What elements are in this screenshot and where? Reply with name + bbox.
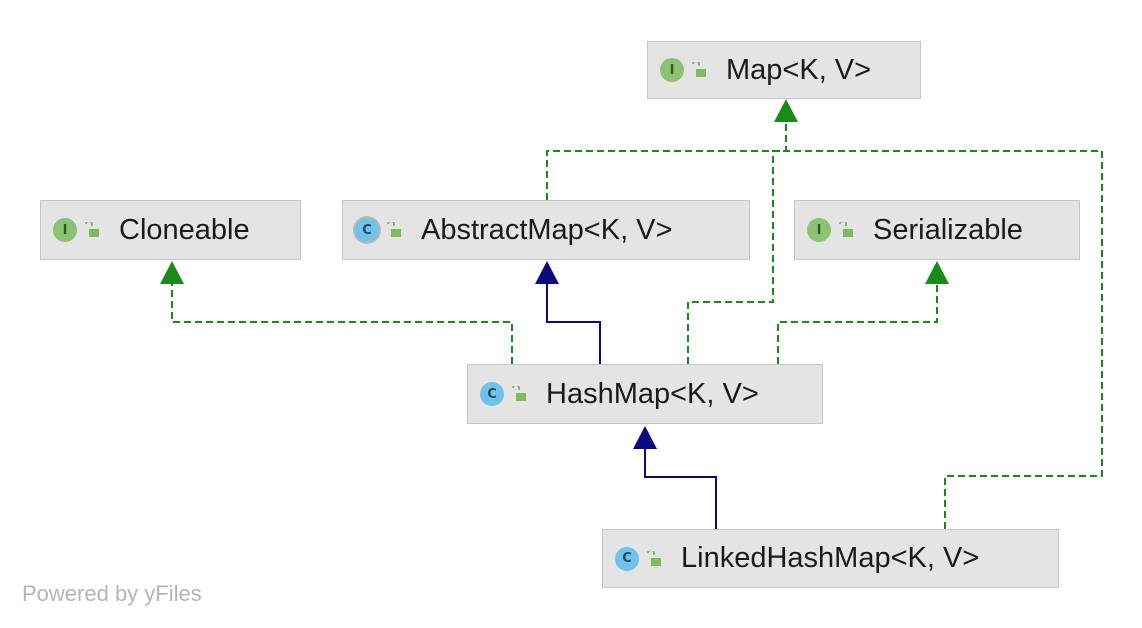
node-label: Map<K, V> [726, 53, 872, 86]
unlocked-public-icon [387, 222, 401, 237]
arrowhead-serializable [925, 261, 949, 284]
node-label: LinkedHashMap<K, V> [681, 542, 980, 574]
node-hashmap[interactable]: C HashMap<K, V> [467, 364, 823, 424]
interface-icon: I [53, 218, 77, 242]
unlocked-public-icon [692, 62, 706, 77]
edge-hashmap-implements-cloneable [171, 282, 513, 364]
edge-abstractmap-implements-map [546, 120, 787, 200]
node-label: AbstractMap<K, V> [421, 213, 673, 246]
arrowhead-map [774, 99, 798, 122]
node-label: Serializable [873, 213, 1023, 246]
class-icon: C [480, 382, 504, 406]
unlocked-public-icon [839, 222, 853, 237]
node-abstractmap[interactable]: C AbstractMap<K, V> [342, 200, 750, 260]
node-serializable[interactable]: I Serializable [794, 200, 1080, 260]
node-cloneable[interactable]: I Cloneable [40, 200, 301, 260]
node-linkedhashmap[interactable]: C LinkedHashMap<K, V> [602, 529, 1059, 588]
arrowhead-hashmap [633, 426, 657, 449]
unlocked-public-icon [647, 550, 661, 566]
arrowhead-abstractmap [535, 261, 559, 284]
edge-hashmap-extends-abstractmap [546, 282, 601, 364]
node-map[interactable]: I Map<K, V> [647, 41, 921, 99]
class-icon: C [615, 546, 639, 571]
node-label: HashMap<K, V> [546, 377, 759, 410]
powered-by-footer: Powered by yFiles [22, 581, 202, 606]
arrowhead-cloneable [160, 261, 184, 284]
edge-linkedhashmap-implements-map [786, 150, 1103, 529]
node-label: Cloneable [119, 213, 250, 246]
edge-linkedhashmap-extends-hashmap [644, 447, 717, 529]
interface-icon: I [807, 218, 831, 242]
abstract-class-icon: C [355, 218, 379, 242]
edge-hashmap-implements-map [687, 150, 786, 364]
interface-icon: I [660, 58, 684, 82]
edge-hashmap-implements-serializable [777, 282, 938, 364]
unlocked-public-icon [512, 386, 526, 401]
unlocked-public-icon [85, 222, 99, 237]
